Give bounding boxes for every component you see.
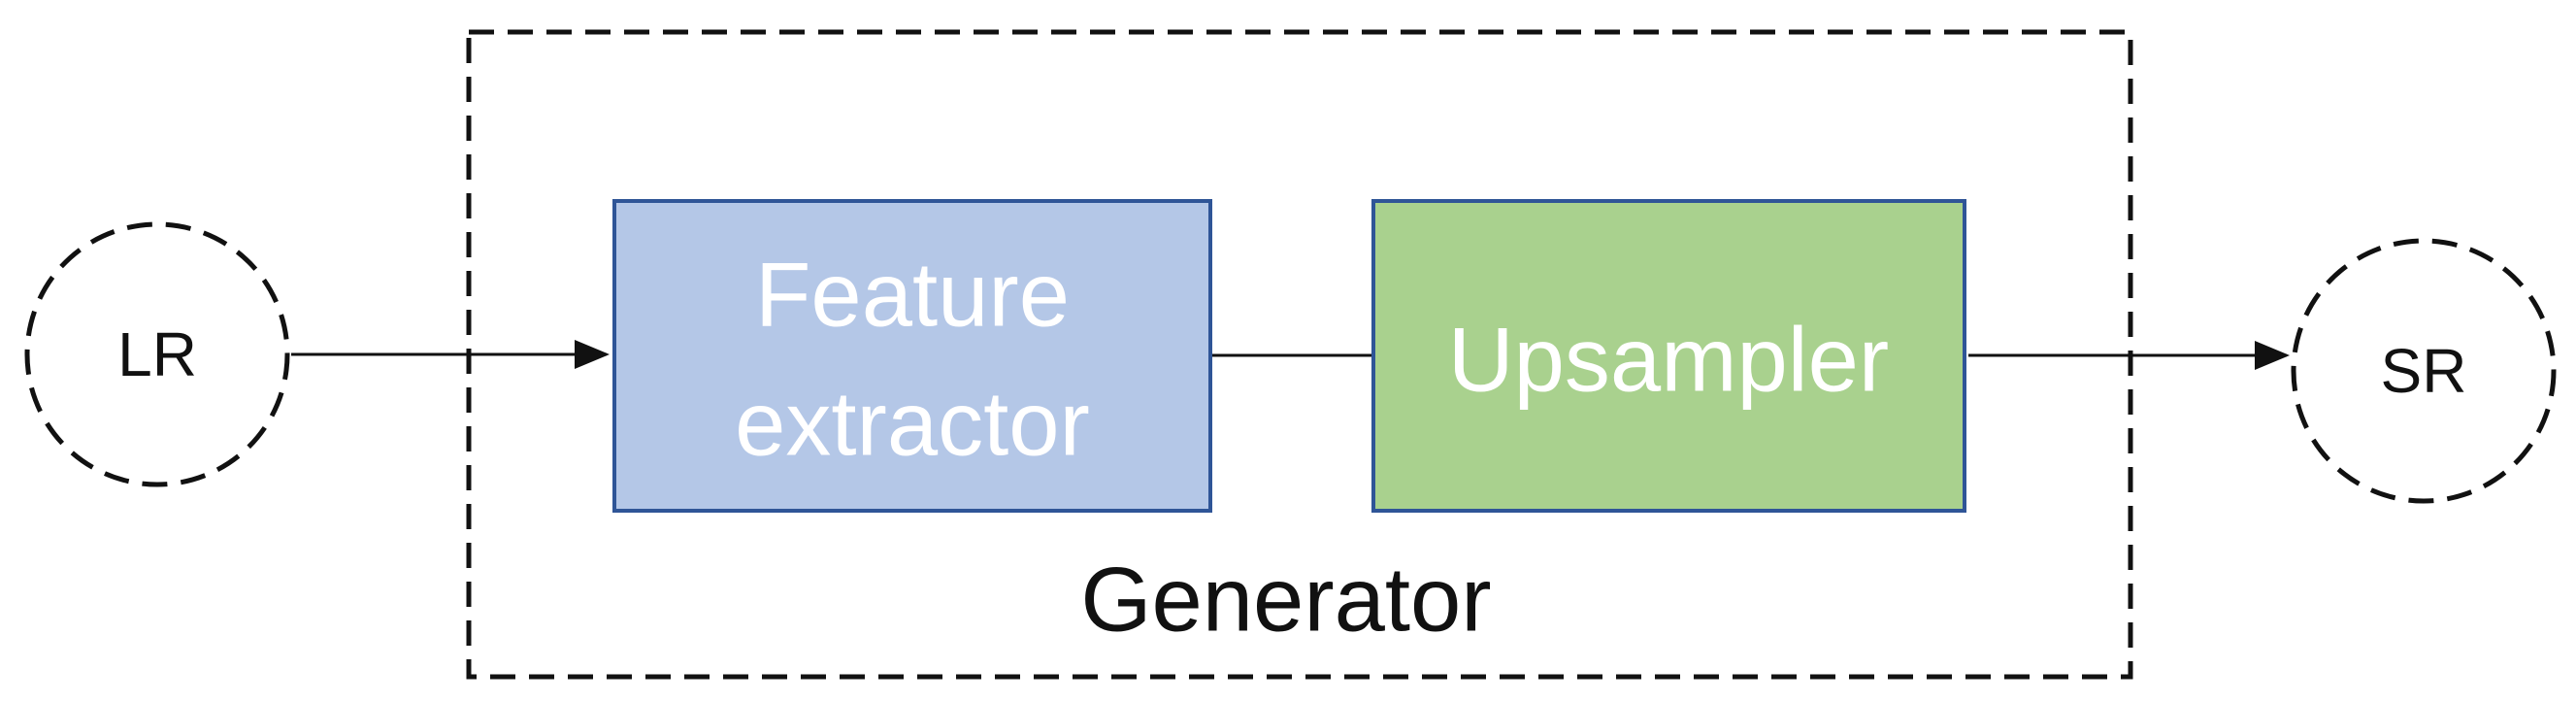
feature-extractor-block: Feature extractor — [612, 199, 1212, 513]
feature-extractor-box — [612, 199, 1212, 513]
upsampler-block: Upsampler — [1371, 199, 1966, 513]
feature-extractor-label-line1: Feature — [755, 244, 1070, 346]
lr-node: LR — [24, 221, 290, 487]
feature-extractor-label-line2: extractor — [735, 373, 1090, 475]
upsampler-label: Upsampler — [1448, 309, 1890, 411]
generator-group-label: Generator — [1080, 549, 1491, 651]
sr-node-label: SR — [2381, 336, 2467, 406]
sr-node: SR — [2291, 238, 2557, 504]
upsampler-box — [1371, 199, 1966, 513]
lr-node-label: LR — [117, 319, 197, 389]
